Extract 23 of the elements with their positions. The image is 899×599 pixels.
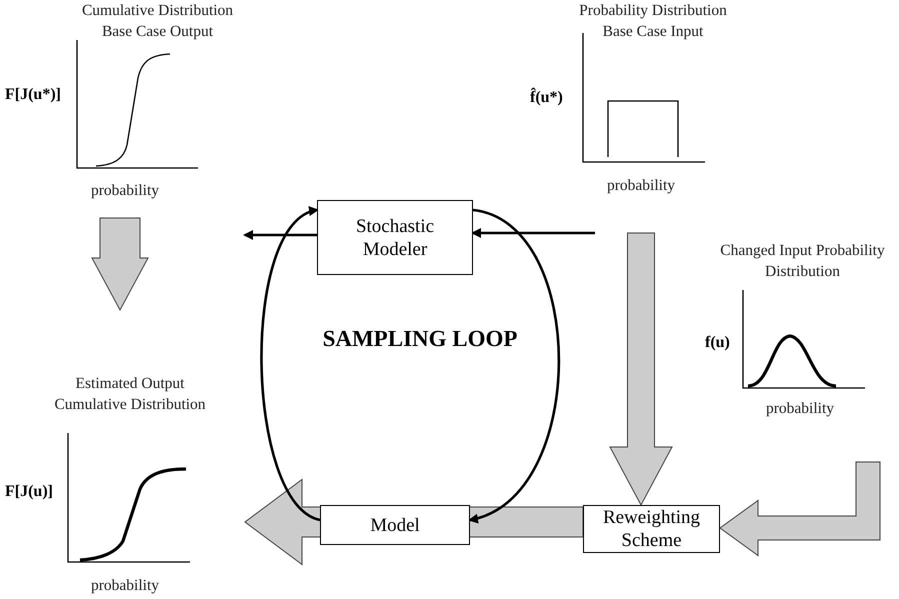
axis-label: f(u) <box>705 333 730 353</box>
axis-label: probability <box>606 176 676 196</box>
axis-label: probability <box>764 399 836 419</box>
axis-label: F[J(u)] <box>5 482 53 502</box>
axis-label: probability <box>90 576 160 596</box>
block-arrow <box>609 232 673 506</box>
chart-title: Estimated Output Cumulative Distribution <box>53 374 207 415</box>
process-box: Reweighting Scheme <box>583 505 720 553</box>
axis-label: probability <box>90 181 160 201</box>
block-arrow <box>91 218 149 312</box>
arrow <box>471 228 595 238</box>
loop-label: SAMPLING LOOP <box>322 326 518 352</box>
process-box: Model <box>320 505 470 545</box>
block-arrow <box>719 462 880 556</box>
arrow <box>243 230 317 240</box>
process-box: Stochastic Modeler <box>317 200 473 275</box>
chart-title: Cumulative Distribution Base Case Output <box>80 1 234 42</box>
chart-title: Probability Distribution Base Case Input <box>578 1 728 42</box>
arrow <box>260 208 321 522</box>
arrow <box>468 208 560 522</box>
axis-label: F[J(u*)] <box>5 85 61 105</box>
axis-label: f̂(u*) <box>530 88 563 108</box>
chart-title: Changed Input Probability Distribution <box>720 241 885 282</box>
